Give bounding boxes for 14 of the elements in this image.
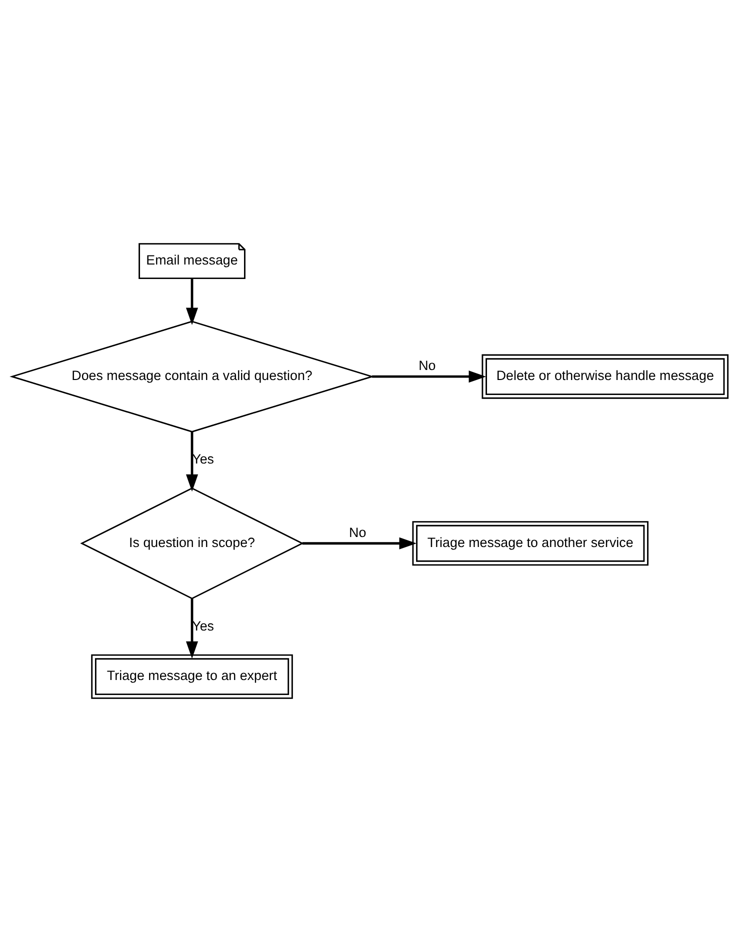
arrow xyxy=(302,537,417,550)
node-diamond: Does message contain a valid question? xyxy=(10,320,374,432)
edge-label: No xyxy=(418,358,436,374)
edge-label: Yes xyxy=(192,618,214,634)
arrow xyxy=(186,278,198,325)
edge-label: Yes xyxy=(192,452,214,467)
arrow xyxy=(186,598,198,659)
arrow xyxy=(186,432,198,492)
node-box: Triage message to another service xyxy=(412,521,649,566)
node-diamond: Is question in scope? xyxy=(80,487,304,600)
arrow xyxy=(372,370,486,383)
node-box: Triage message to an expert xyxy=(91,654,293,699)
node-box: Delete or otherwise handle message xyxy=(482,354,729,399)
edge-label: No xyxy=(349,524,366,540)
